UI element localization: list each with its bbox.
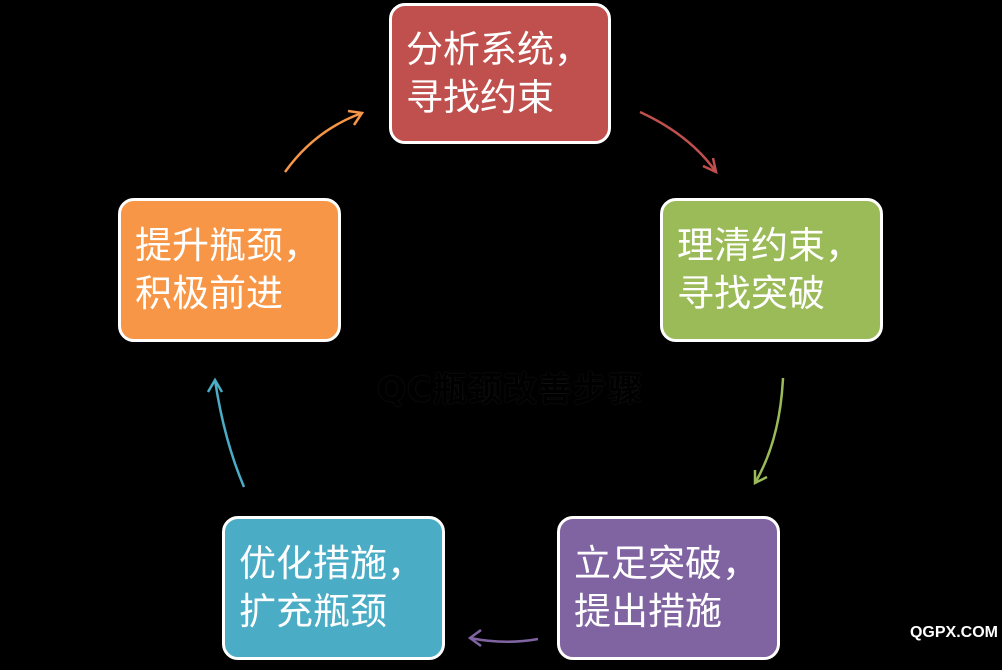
arrowhead-stand-to-optimize: [467, 628, 482, 648]
node-analyze-system-line-1: 分析系统，: [406, 27, 591, 71]
arrow-clarify-to-stand: [753, 377, 785, 484]
node-stand-breakthrough: 立足突破， 提出措施: [557, 516, 780, 660]
node-optimize-measures-line-2: 扩充瓶颈: [239, 590, 387, 633]
diagram-center-title: QC瓶颈改善步骤: [377, 370, 643, 410]
node-analyze-system: 分析系统， 寻找约束: [389, 3, 611, 144]
node-analyze-system-line-2: 寻找约束: [406, 75, 554, 119]
arrowhead-analyze-to-clarify: [702, 157, 718, 175]
node-elevate-bottleneck-line-1: 提升瓶颈，: [135, 224, 320, 267]
node-clarify-constraint-line-1: 理清约束，: [677, 224, 862, 267]
arrow-optimize-to-elevate: [213, 379, 246, 488]
arrow-stand-to-optimize: [469, 636, 539, 644]
arrow-elevate-to-analyze: [283, 111, 363, 173]
arrow-analyze-to-clarify: [639, 110, 718, 173]
node-optimize-measures-line-1: 优化措施，: [239, 542, 424, 585]
site-watermark: QGPX.COM: [909, 624, 998, 641]
node-elevate-bottleneck-line-2: 积极前进: [135, 272, 283, 315]
node-stand-breakthrough-line-1: 立足突破，: [574, 542, 759, 585]
arrowhead-elevate-to-analyze: [347, 109, 365, 126]
node-clarify-constraint-line-2: 寻找突破: [677, 272, 825, 315]
node-optimize-measures: 优化措施， 扩充瓶颈: [222, 516, 445, 660]
node-stand-breakthrough-line-2: 提出措施: [574, 590, 722, 633]
node-elevate-bottleneck: 提升瓶颈， 积极前进: [118, 198, 341, 342]
arrowhead-optimize-to-elevate: [206, 377, 224, 393]
arrowhead-clarify-to-stand: [753, 470, 768, 486]
node-clarify-constraint: 理清约束， 寻找突破: [660, 198, 883, 342]
